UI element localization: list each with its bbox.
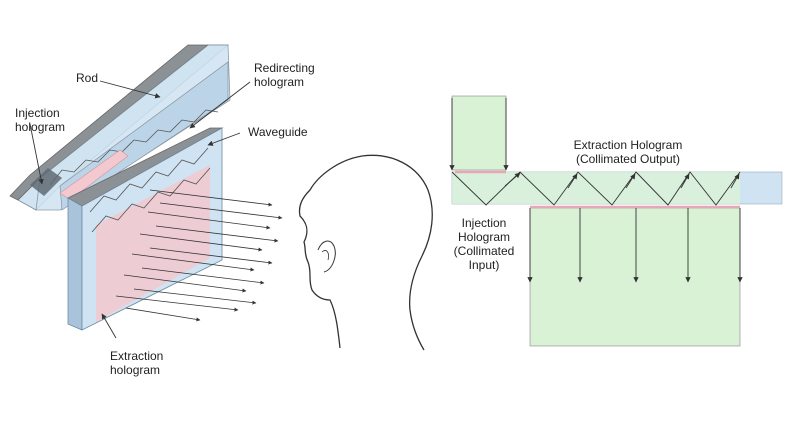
label-extraction-1: Extraction — [110, 349, 163, 363]
label-injection-1: Injection — [15, 106, 60, 120]
left-diagram: Rod Redirecting hologram Injection holog… — [9, 44, 315, 377]
label-redirecting-2: hologram — [254, 75, 304, 89]
waveguide-slab — [67, 127, 224, 331]
label-injection-hologram-3: (Collimated — [454, 244, 515, 258]
input-arrows — [449, 98, 509, 171]
rod — [9, 44, 231, 211]
label-redirecting-1: Redirecting — [254, 61, 315, 75]
input-beam — [451, 95, 507, 171]
leader-lines — [29, 80, 251, 339]
head-outline — [298, 154, 433, 351]
output-beam — [529, 207, 741, 347]
label-waveguide: Waveguide — [248, 125, 308, 139]
label-extraction-hologram-2: (Collimated Output) — [576, 152, 680, 166]
label-rod: Rod — [76, 71, 98, 85]
label-injection-hologram-4: Input) — [469, 258, 500, 272]
guided-light — [452, 172, 740, 204]
right-diagram: Extraction Hologram (Collimated Output) … — [449, 95, 783, 347]
label-extraction-hologram-1: Extraction Hologram — [574, 138, 683, 152]
label-injection-hologram-2: Hologram — [458, 230, 510, 244]
label-extraction-2: hologram — [110, 363, 160, 377]
label-injection-2: hologram — [15, 120, 65, 134]
zigzag-arrows — [504, 172, 740, 189]
label-injection-hologram-1: Injection — [462, 216, 507, 230]
output-rays — [115, 189, 283, 322]
output-arrows — [527, 208, 743, 283]
injection-hologram-block — [30, 149, 129, 201]
